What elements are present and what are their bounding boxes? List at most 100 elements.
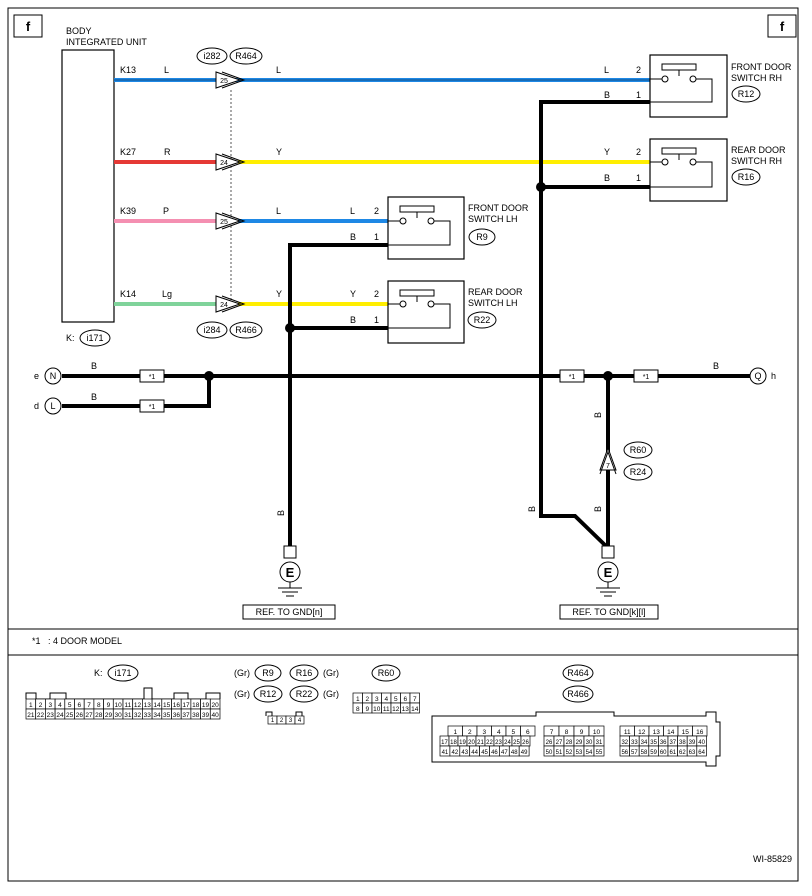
front-lh-label1: FRONT DOOR — [468, 203, 529, 213]
pin-number: 13 — [144, 702, 152, 709]
node-l: L — [50, 401, 55, 411]
front-rh-id: R12 — [738, 89, 755, 99]
legend-r12-oval — [253, 685, 283, 703]
rear-lh-pin1: 1 — [374, 315, 379, 325]
pin-number: 9 — [365, 706, 369, 713]
front-lh-pin2: 2 — [374, 206, 379, 216]
legend-r60: R60 — [378, 668, 395, 678]
pin-cell — [209, 708, 221, 720]
pin-number: 17 — [182, 702, 190, 709]
node-l-circle — [44, 397, 62, 415]
pin-number: 4 — [497, 729, 501, 736]
pin-number: 7 — [87, 702, 91, 709]
pin-number: 27 — [556, 740, 563, 746]
front-rh-label2: SWITCH RH — [731, 73, 782, 83]
pin-number: 16 — [173, 702, 181, 709]
svg-text:25: 25 — [220, 219, 228, 226]
bus-left-e: e — [34, 371, 39, 381]
joint-connector-2: 24 — [215, 153, 246, 171]
legend-small4-housing — [265, 711, 303, 716]
pin-number: 19 — [202, 702, 210, 709]
rh-ground-b-label: B — [527, 506, 537, 512]
pin-k14: K14 — [120, 289, 136, 299]
pin-number: 14 — [153, 702, 161, 709]
ref-gnd-n-box — [242, 604, 336, 620]
front-rh-label1: FRONT DOOR — [731, 62, 792, 72]
pin-number: 22 — [37, 712, 45, 719]
front-lh-id: R9 — [476, 232, 488, 242]
legend-r16: R16 — [296, 668, 313, 678]
r60-joint-connector: 7 — [599, 446, 617, 475]
r60-b-label-bottom: B — [593, 506, 603, 512]
bus-b-label-right: B — [713, 361, 719, 371]
svg-text:24: 24 — [220, 160, 228, 167]
pin-number: 12 — [638, 729, 646, 736]
pin-number: 40 — [698, 740, 705, 746]
node-q-circle — [749, 367, 767, 385]
pin-number: 21 — [27, 712, 35, 719]
rear-rh-label2: SWITCH RH — [731, 156, 782, 166]
pin-number: 57 — [631, 750, 638, 756]
pin-number: 46 — [491, 750, 498, 756]
pin-number: 1 — [356, 696, 360, 703]
pin-number: 1 — [29, 702, 33, 709]
pin-number: 2 — [39, 702, 43, 709]
pin-number: 55 — [596, 750, 603, 756]
pin-number: 10 — [373, 706, 381, 713]
wire-k39-color-left: P — [163, 206, 169, 216]
conn-i284: i284 — [203, 325, 220, 335]
ref-gnd-kl: REF. TO GND[k][l] — [572, 607, 645, 617]
wire-k13-color-right: L — [604, 65, 609, 75]
pin-number: 51 — [556, 750, 563, 756]
pin-number: 32 — [134, 712, 142, 719]
r24-id: R24 — [630, 467, 647, 477]
pin-number: 28 — [95, 712, 103, 719]
rear-rh-label1: REAR DOOR — [731, 145, 786, 155]
pin-number: 13 — [402, 706, 410, 713]
wire-rh-to-ground — [541, 514, 610, 550]
pin-number: 8 — [97, 702, 101, 709]
legend-r60-oval — [371, 664, 401, 682]
wire-k39-color-right: L — [350, 206, 355, 216]
pin-number: 4 — [58, 702, 62, 709]
conn-oval-r464 — [229, 47, 263, 65]
front-door-switch-rh — [649, 54, 728, 118]
svg-text:24: 24 — [220, 302, 228, 309]
r60-id-oval — [623, 441, 653, 459]
pin-number: 29 — [576, 740, 583, 746]
pin-number: 14 — [411, 706, 419, 713]
pin-number: 38 — [679, 740, 686, 746]
legend-r464-oval — [562, 664, 594, 682]
pin-number: 8 — [356, 706, 360, 713]
pin-number: 29 — [105, 712, 113, 719]
star-label-1: *1 — [149, 374, 156, 381]
pin-number: 11 — [383, 706, 390, 713]
wire-k14-color-right: Y — [350, 289, 356, 299]
pin-number: 44 — [471, 750, 478, 756]
pin-number: 43 — [461, 750, 468, 756]
wire-k39-color-mid: L — [276, 206, 281, 216]
pin-number: 52 — [566, 750, 573, 756]
pin-number: 16 — [696, 729, 704, 736]
pin-number: 20 — [212, 702, 220, 709]
pin-number: 8 — [565, 729, 569, 736]
pin-number: 25 — [513, 740, 520, 746]
unit-id-oval — [79, 329, 111, 347]
legend-r464: R464 — [567, 668, 589, 678]
wire-k27-color-mid: Y — [276, 147, 282, 157]
pin-number: 5 — [511, 729, 515, 736]
rear-lh-label2: SWITCH LH — [468, 298, 518, 308]
pin-number: 18 — [192, 702, 200, 709]
bus-b-label-bottom: B — [91, 392, 97, 402]
pin-number: 62 — [679, 750, 686, 756]
ground-right — [596, 545, 620, 597]
joint-connector-4: 24 — [215, 295, 246, 313]
pin-number: 48 — [511, 750, 518, 756]
rear-rh-id: R16 — [738, 172, 755, 182]
front-lh-id-oval — [468, 228, 496, 246]
legend-r12: R12 — [260, 689, 277, 699]
svg-text:25: 25 — [220, 78, 228, 85]
r60-id: R60 — [630, 445, 647, 455]
wire-front-lh-ground — [288, 243, 388, 548]
pin-number: 37 — [669, 740, 676, 746]
